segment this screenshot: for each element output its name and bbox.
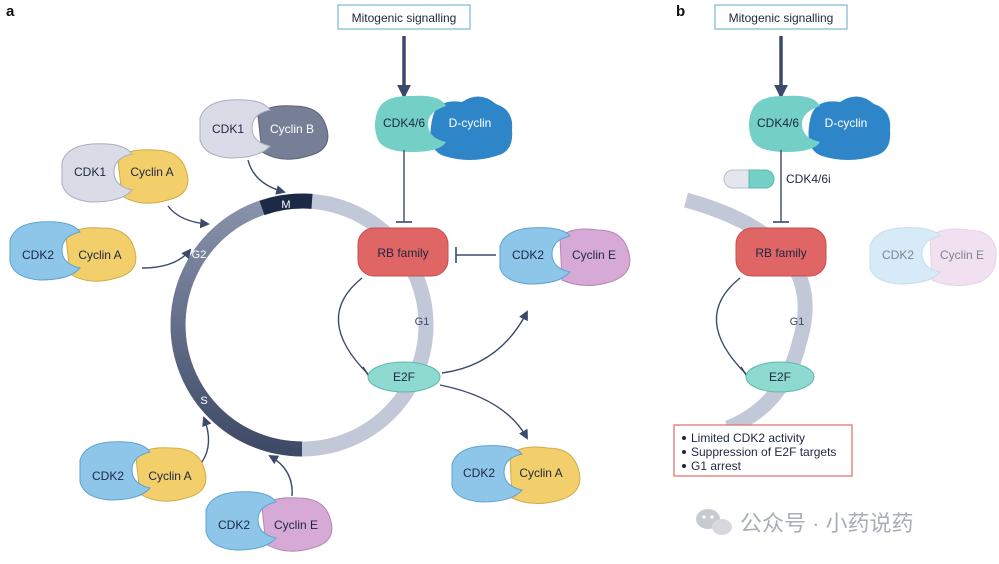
cdk2-label-s-e: CDK2 [218,518,250,532]
cyclinA-cdk2-to-g2-arrow [141,248,192,269]
watermark-text: 公众号 · 小药说药 [740,511,914,536]
e2f-b [745,361,815,393]
cyclinE-label-s: Cyclin E [274,518,318,532]
cdk46-blob-a [375,95,446,152]
cell-cycle-ring-b [683,192,813,435]
e2f-to-cyclinE-arrow [441,310,528,374]
bullet-3 [682,464,686,468]
phase-label-s: S [200,395,207,407]
cyclinB-label: Cyclin B [270,122,314,136]
dcyclin-label-b: D-cyclin [825,116,868,130]
cyclinA-to-s-arrow [201,416,212,463]
rb-label-b: RB family [755,246,806,260]
signal-box-a [337,4,471,30]
cyclinA-cdk1-to-g2-arrow [167,205,210,229]
cdk2-label-g2: CDK2 [22,248,54,262]
signal-box-b [714,4,848,30]
cdk2-cyclinA-g2-complex [9,221,137,282]
e2f-a [367,361,441,393]
outcome-3: G1 arrest [691,459,742,473]
cdk46-dcyclin-complex-b [749,95,891,160]
dcyclin-label-a: D-cyclin [449,116,492,130]
e2f-to-cyclinA-arrow [439,384,528,440]
cdk46-label-b: CDK4/6 [757,116,799,130]
cyclinA-label-g2: Cyclin A [78,248,121,262]
phase-label-m: M [281,199,290,211]
rb-inhibits-e2f-a [337,277,369,375]
outcome-1: Limited CDK2 activity [691,431,805,445]
cdk2-cyclinE-faded [869,227,997,286]
e2f-label-a: E2F [393,370,415,384]
cdk1-label-b: CDK1 [212,122,244,136]
e2f-label-b: E2F [769,370,791,384]
signal-label-b: Mitogenic signalling [729,11,834,25]
cyclinE-label-g1: Cyclin E [572,248,616,262]
phase-label-g1: G1 [415,316,430,328]
bullet-2 [682,450,686,454]
cyclinA-label-s: Cyclin A [148,469,191,483]
cdk2-cyclinE-s-complex [205,491,333,552]
cdk1-cyclinA-complex [61,143,189,204]
cdk1-label-a: CDK1 [74,165,106,179]
cdk2-label-s-a: CDK2 [92,469,124,483]
cdk2-label-faded: CDK2 [882,248,914,262]
cdk46i-label: CDK4/6i [786,172,831,186]
phase-label-g2: G2 [192,249,207,261]
outcome-2: Suppression of E2F targets [691,445,836,459]
cyclinE-to-s-arrow [268,455,293,497]
cdk2-label-g1: CDK2 [512,248,544,262]
cyclinA-label-cdk1: Cyclin A [130,165,173,179]
cyclinB-to-m-arrow [247,159,286,195]
cdk2-cyclinA-e2f-complex [451,445,581,504]
cdk46i-pill [723,169,775,189]
cdk2-cyclinE-g1-complex [499,227,631,286]
panel-a-label: a [6,3,15,20]
signal-label-a: Mitogenic signalling [352,11,457,25]
rb-label-a: RB family [377,246,428,260]
cell-cycle-ring [170,193,434,457]
dcyclin-blob-a [430,96,513,160]
wechat-icon [696,509,732,535]
rb-family-a [357,227,449,277]
outcome-box [673,424,853,477]
phase-label-g1-b: G1 [790,316,805,328]
cyclinE-label-faded: Cyclin E [940,248,984,262]
cdk1-cyclinB-complex [199,99,329,160]
rb-inhibits-e2f-b [715,277,747,375]
cdk46-dcyclin-complex-a [375,95,513,160]
bullet-1 [682,436,686,440]
rb-family-b [735,227,827,277]
panel-b-label: b [676,3,685,20]
cdk2-label-e2f: CDK2 [463,466,495,480]
cyclinA-label-e2f: Cyclin A [519,466,562,480]
cdk2-cyclinA-s-complex [79,441,207,502]
cdk46-label-a: CDK4/6 [383,116,425,130]
